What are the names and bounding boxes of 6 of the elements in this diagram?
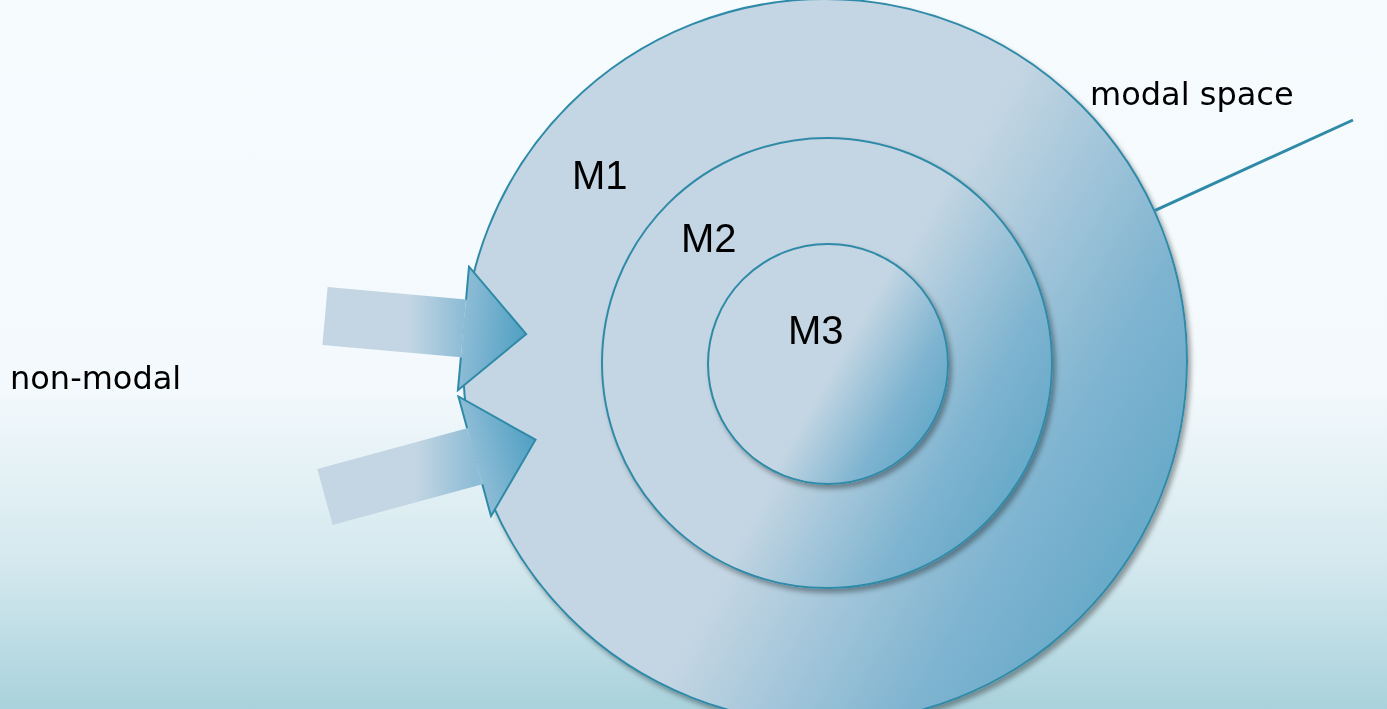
ring-label: M1 bbox=[572, 155, 628, 195]
side-label: non-modal bbox=[10, 362, 182, 394]
ring-label: M3 bbox=[788, 310, 844, 350]
callout-label: modal space bbox=[1090, 78, 1294, 110]
ring-label: M2 bbox=[681, 218, 737, 258]
leader-line bbox=[1154, 118, 1354, 212]
